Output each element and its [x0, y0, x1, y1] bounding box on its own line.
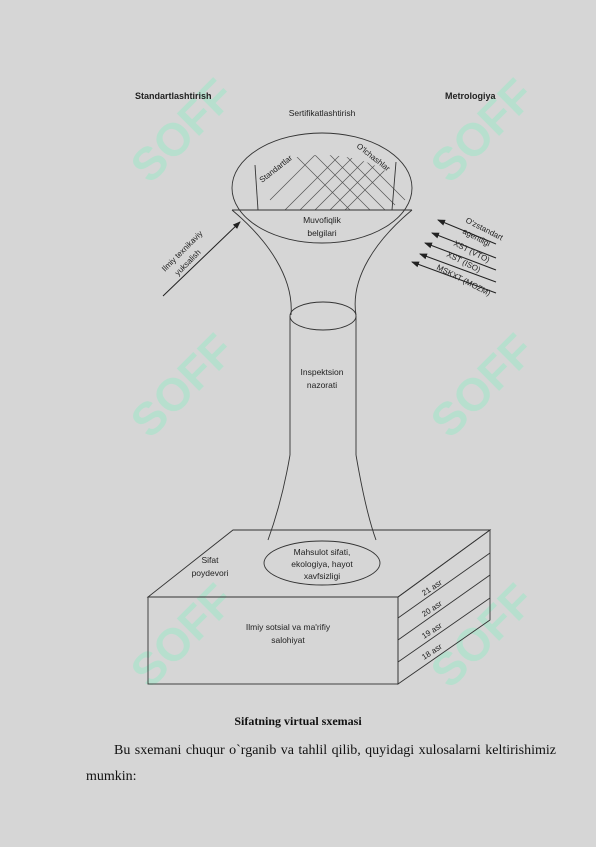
figure-caption: Sifatning virtual sxemasi [234, 714, 362, 728]
cylinder [267, 301, 377, 541]
cylinder-label-line2: nazorati [307, 380, 337, 390]
top-ellipse [231, 132, 413, 244]
watermark-logo: SOFF [120, 574, 244, 698]
watermark-text: SOFF [420, 574, 544, 698]
cylinder-label-line1: Inspektsion [301, 367, 344, 377]
heading-certification: Sertifikatlashtirish [289, 108, 356, 118]
watermark-logo: SOFF [120, 324, 244, 448]
watermark-text: SOFF [120, 324, 244, 448]
base-ellipse-line2: ekologiya, hayot [291, 559, 353, 569]
front-label-line2: salohiyat [271, 635, 305, 645]
heading-standardization: Standartlashtirish [135, 91, 212, 101]
century-divider [397, 552, 491, 619]
funnel-label-line1: Muvofiqlik [303, 215, 342, 225]
right-arrow [411, 261, 497, 294]
foundation-label-line1: Sifat [201, 555, 219, 565]
right-arrow [419, 253, 497, 283]
right-arrow [431, 232, 497, 259]
right-arrow [437, 219, 497, 245]
foundation-box [146, 529, 492, 685]
watermark-text: SOFF [420, 69, 544, 193]
watermark-text: SOFF [420, 324, 544, 448]
funnel-label-line2: belgilari [307, 228, 336, 238]
watermark-logo: SOFF [420, 574, 544, 698]
watermark-logo: SOFF [420, 324, 544, 448]
heading-metrology: Metrologiya [445, 91, 497, 101]
watermark-logo: SOFF [420, 69, 544, 193]
right-arrows [411, 219, 497, 294]
base-ellipse-line3: xavfsizligi [304, 571, 340, 581]
body-paragraph: Bu sxemani chuqur o`rganib va tahlil qil… [86, 743, 556, 784]
front-label-line1: Ilmiy sotsial va ma'rifiy [246, 622, 331, 632]
hatch-pattern [269, 155, 411, 210]
watermark-text: SOFF [120, 574, 244, 698]
foundation-label-line2: poydevori [192, 568, 229, 578]
century-divider [397, 597, 491, 663]
base-ellipse-line1: Mahsulot sifati, [294, 547, 351, 557]
base-ellipse [263, 540, 381, 586]
right-arrow [424, 242, 497, 271]
watermark-logo: SOFF [120, 69, 244, 193]
watermark-text: SOFF [120, 69, 244, 193]
century-divider [397, 574, 491, 641]
right-arrow-label: MSKXT (MOZM) [435, 263, 492, 298]
funnel-body [231, 209, 413, 316]
left-arrow [162, 221, 241, 297]
century-label: 19 asr [420, 621, 444, 641]
ellipse-label-standards: Standartlar [258, 153, 295, 184]
